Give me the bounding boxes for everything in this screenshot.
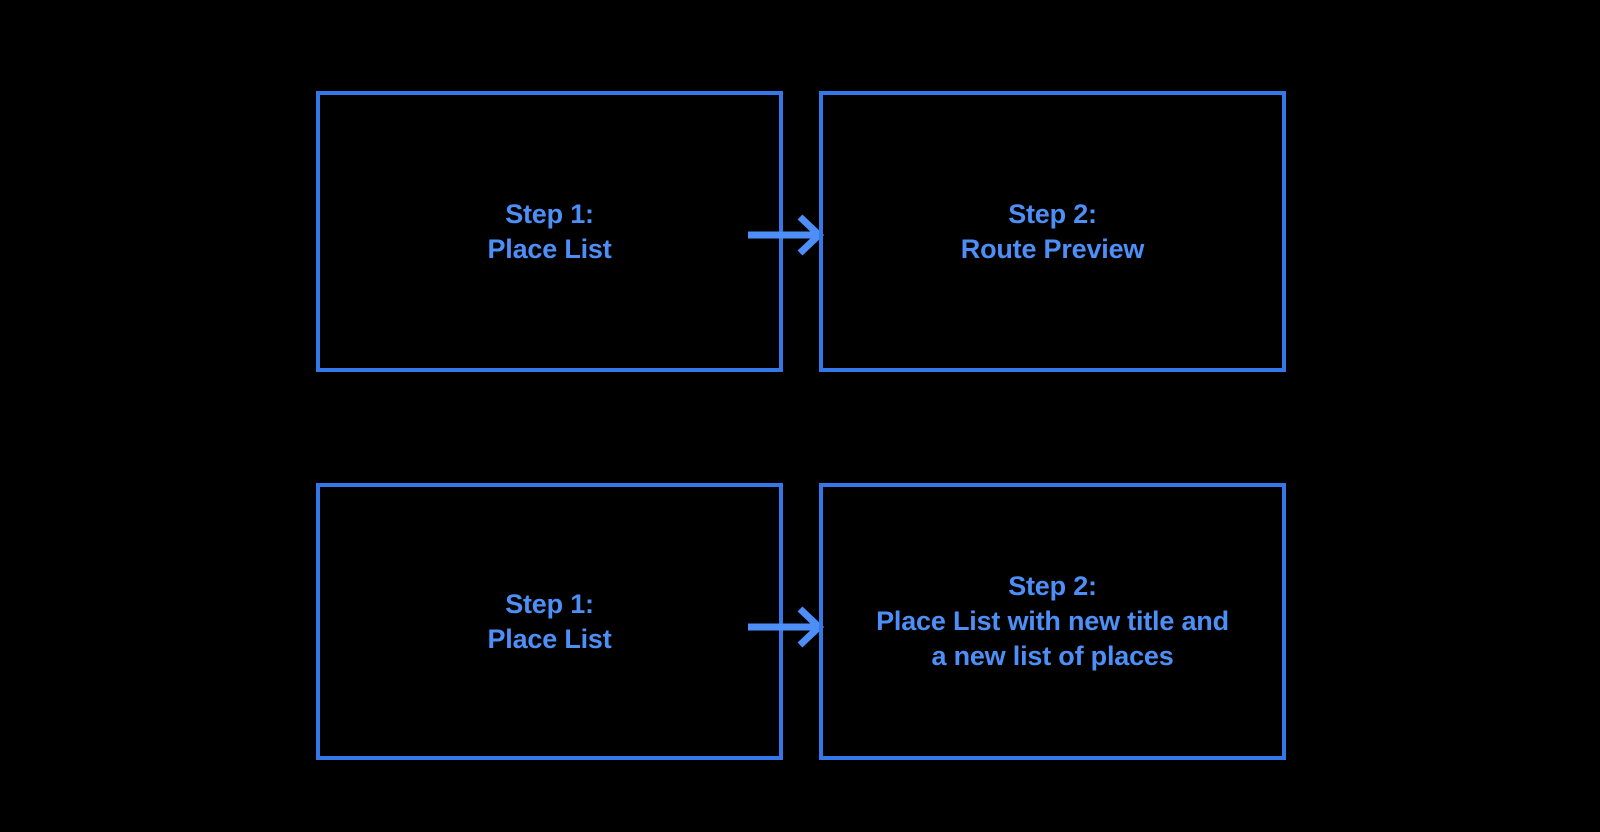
flow-node-step-1-place-list[interactable]: Step 1: Place List: [316, 91, 783, 372]
flow-node-step-2-place-list-updated[interactable]: Step 2: Place List with new title and a …: [819, 483, 1286, 760]
flow-node-label: Step 1: Place List: [487, 198, 612, 264]
flow-node-label: Step 1: Place List: [487, 588, 612, 654]
flow-row-1: Step 1: Place List Step 2: Route Preview: [316, 91, 1286, 372]
flow-node-step-1-place-list-alt[interactable]: Step 1: Place List: [316, 483, 783, 760]
flow-node-label: Step 2: Route Preview: [960, 198, 1145, 264]
flow-row-2: Step 1: Place List Step 2: Place List wi…: [0, 416, 1600, 832]
flow-node-label: Step 2: Place List with new title and a …: [876, 571, 1229, 671]
flow-node-step-2-route-preview[interactable]: Step 2: Route Preview: [819, 91, 1286, 372]
